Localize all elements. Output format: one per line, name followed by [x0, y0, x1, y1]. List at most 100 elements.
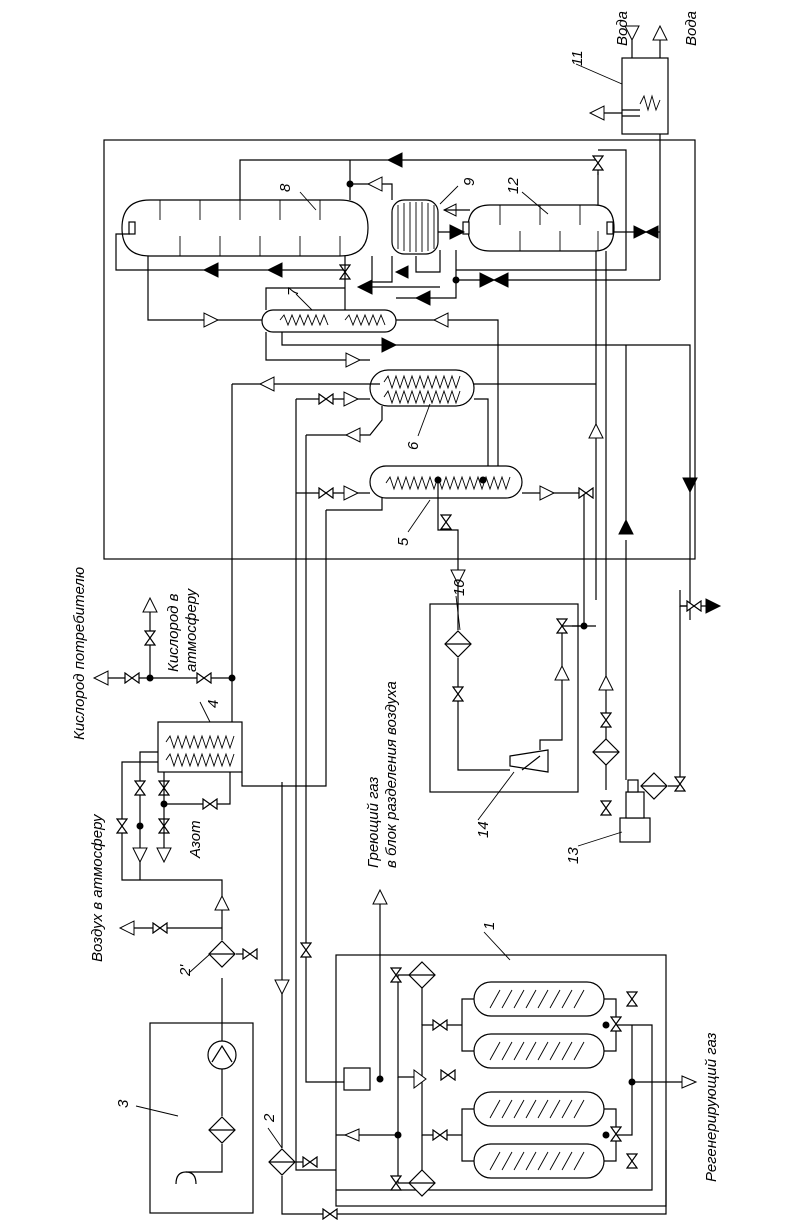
heating-gas-label: Греющий газв блок разделения воздуха [365, 681, 400, 868]
flow-arrow-icon [432, 312, 449, 328]
valve-icon[interactable] [600, 800, 612, 816]
flow-arrow-icon [413, 1069, 427, 1089]
flow-arrow-icon [633, 225, 659, 239]
flow-arrow-icon [345, 352, 362, 368]
flow-arrow-icon [479, 272, 509, 288]
column-icon [121, 199, 369, 257]
label-3: 3 [115, 1099, 132, 1108]
label-2: 2 [261, 1113, 278, 1123]
valve-icon[interactable] [318, 487, 334, 499]
label-9: 9 [461, 177, 478, 186]
label-11: 11 [569, 50, 586, 66]
flow-arrow-icon [142, 596, 158, 613]
flow-arrow-icon [381, 337, 398, 353]
flow-arrow-icon [214, 894, 230, 911]
flow-arrow-icon [588, 105, 605, 121]
valve-icon[interactable] [674, 776, 686, 792]
flow-arrow-icon [386, 152, 403, 168]
pump-icon [619, 779, 651, 843]
flow-arrow-icon [681, 1075, 698, 1089]
valve-icon[interactable] [440, 514, 452, 530]
flow-arrow-icon [414, 290, 431, 306]
filter-icon [208, 1116, 236, 1144]
flow-arrow-icon [202, 262, 219, 278]
valve-icon[interactable] [124, 672, 140, 684]
valve-icon[interactable] [196, 672, 212, 684]
valve-icon[interactable] [626, 1153, 638, 1169]
valve-icon[interactable] [300, 942, 312, 958]
nitrogen-label: Азот [187, 820, 204, 859]
valve-icon[interactable] [610, 1126, 622, 1142]
flow-arrow-icon [682, 477, 698, 494]
label-6: 6 [405, 441, 422, 450]
label-4: 4 [205, 700, 222, 708]
adsorber-piping [336, 974, 690, 1191]
label-10: 10 [451, 579, 468, 596]
label-12: 12 [505, 177, 522, 194]
flow-arrow-icon [366, 176, 383, 192]
valve-icon[interactable] [152, 922, 168, 934]
filter-icon [268, 1148, 296, 1176]
flow-arrow-icon [356, 279, 373, 295]
water-outlet-label: Вода [683, 11, 700, 46]
valve-icon[interactable] [322, 1208, 338, 1220]
label-5: 5 [395, 537, 412, 546]
flow-arrow-icon [372, 888, 388, 905]
flow-arrow-icon [394, 265, 409, 279]
flow-arrow-icon [266, 262, 283, 278]
heat-exchanger-icon [369, 465, 523, 499]
valve-icon[interactable] [452, 686, 464, 702]
filter-icon [444, 630, 472, 658]
flow-arrow-icon [624, 25, 640, 42]
valve-icon[interactable] [242, 948, 258, 960]
valve-icon[interactable] [116, 818, 128, 834]
valve-icon[interactable] [134, 780, 146, 796]
flow-arrow-icon [203, 312, 220, 328]
flow-arrow-icon [344, 427, 361, 443]
flow-arrow-icon [554, 664, 570, 681]
valve-icon[interactable] [600, 712, 612, 728]
flow-arrow-icon [652, 24, 668, 41]
label-8: 8 [277, 183, 294, 192]
valve-icon[interactable] [686, 600, 702, 612]
water-cooler-icon [621, 57, 669, 135]
flow-arrow-icon [618, 518, 634, 535]
label-14: 14 [475, 821, 492, 838]
valve-icon[interactable] [578, 487, 594, 499]
filter-icon [408, 961, 436, 989]
valve-icon[interactable] [610, 1016, 622, 1032]
valve-icon[interactable] [592, 155, 604, 171]
valve-icon[interactable] [144, 630, 156, 646]
filter-icon [640, 772, 668, 800]
adsorber-icon [473, 981, 605, 1179]
flow-arrow-icon [343, 391, 360, 407]
filter-icon [592, 738, 620, 766]
valve-icon[interactable] [432, 1129, 448, 1141]
flow-arrow-icon [118, 920, 135, 936]
valve-icon[interactable] [626, 991, 638, 1007]
water-inlet-label: Вода [614, 11, 631, 46]
label-2-prime: 2' [177, 964, 194, 977]
heat-exchanger-icon [157, 721, 243, 773]
label-1: 1 [481, 922, 498, 930]
block-3-frame [149, 1022, 254, 1214]
valve-icon[interactable] [432, 1019, 448, 1031]
flow-arrow-icon [449, 224, 466, 240]
valve-icon[interactable] [440, 1069, 456, 1081]
heater-box [343, 1067, 371, 1091]
heat-exchanger-icon [261, 309, 397, 333]
expander-icon [509, 749, 549, 773]
flow-arrow-icon [156, 847, 172, 864]
valve-icon[interactable] [302, 1156, 318, 1168]
filter-icon [208, 940, 236, 968]
valve-icon[interactable] [202, 798, 218, 810]
expander-block-frame [429, 603, 579, 793]
air-separation-block-frame [103, 139, 696, 560]
label-13: 13 [565, 847, 582, 864]
valve-icon[interactable] [318, 393, 334, 405]
filter-icon [408, 1169, 436, 1197]
regen-gas-label: Регенерирующий газ [703, 1032, 720, 1182]
flow-arrow-icon [274, 979, 290, 996]
flow-arrow-icon [450, 569, 466, 586]
